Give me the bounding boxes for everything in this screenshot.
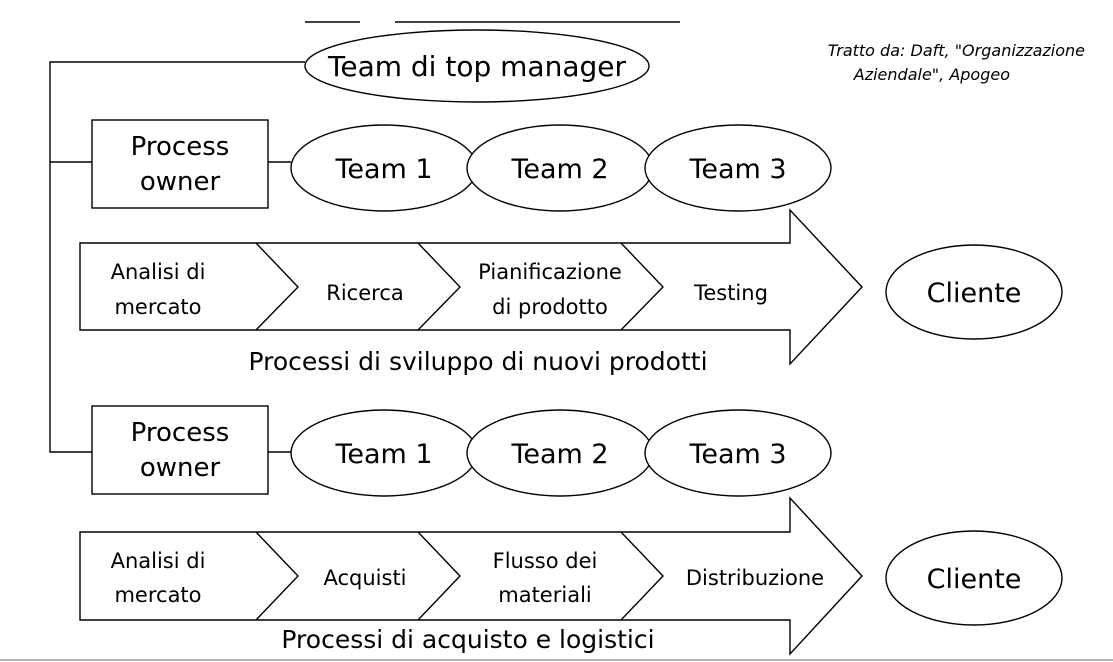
step-1-label-line-1: Analisi di <box>111 549 206 573</box>
step-1-label-line-1: Analisi di <box>111 260 206 284</box>
team-1-label: Team 1 <box>334 439 432 470</box>
team-3-label: Team 3 <box>688 154 786 185</box>
source-note-line-2: Aziendale", Apogeo <box>853 65 1010 84</box>
step-3-label-line-1: Pianificazione <box>478 260 622 284</box>
source-note-line-1: Tratto da: Daft, "Organizzazione <box>828 41 1085 60</box>
customer-label: Cliente <box>927 278 1022 309</box>
step-chevron-1 <box>255 242 299 331</box>
process-owner-box <box>91 405 269 495</box>
step-2-label: Acquisti <box>323 566 406 590</box>
process-owner-box <box>91 119 269 209</box>
step-chevron-2 <box>417 531 461 621</box>
team-2-label: Team 2 <box>510 439 608 470</box>
team-3-label: Team 3 <box>688 439 786 470</box>
customer-label: Cliente <box>927 564 1022 595</box>
process-owner-label-line-1: Process <box>131 418 230 448</box>
step-4-label: Testing <box>693 281 768 305</box>
process-owner-label-line-2: owner <box>140 167 221 197</box>
top-manager-team <box>304 29 650 103</box>
team-2-label: Team 2 <box>510 154 608 185</box>
process-arrow <box>79 208 863 366</box>
step-1-label-line-2: mercato <box>114 295 201 319</box>
step-chevron-1 <box>255 531 299 621</box>
step-chevron-2 <box>417 242 461 331</box>
process-row-2: Process owner Team 1 Team 2 Team 3 Anali… <box>79 405 1063 656</box>
team-1-label: Team 1 <box>334 154 432 185</box>
team-3 <box>644 409 832 497</box>
customer <box>885 530 1063 626</box>
customer <box>885 244 1063 340</box>
step-2-label: Ricerca <box>326 281 403 305</box>
process-owner-label-line-1: Process <box>131 132 230 162</box>
step-1-label-line-2: mercato <box>114 583 201 607</box>
process-owner-label-line-2: owner <box>140 453 221 483</box>
step-3-label-line-2: di prodotto <box>492 295 608 319</box>
step-chevron-3 <box>620 242 664 331</box>
process-row-1: Process owner Team 1 Team 2 Team 3 Anali… <box>79 119 1063 376</box>
step-chevron-3 <box>620 531 664 621</box>
step-3-label-line-1: Flusso dei <box>493 549 598 573</box>
step-3-label-line-2: materiali <box>498 583 592 607</box>
step-4-label: Distribuzione <box>686 566 824 590</box>
team-3 <box>644 124 832 212</box>
process-arrow <box>79 496 863 656</box>
process-name: Processi di sviluppo di nuovi prodotti <box>248 347 707 376</box>
top-manager-team-label: Team di top manager <box>327 50 626 83</box>
hierarchy-connector <box>49 61 305 453</box>
process-name: Processi di acquisto e logistici <box>281 625 654 654</box>
